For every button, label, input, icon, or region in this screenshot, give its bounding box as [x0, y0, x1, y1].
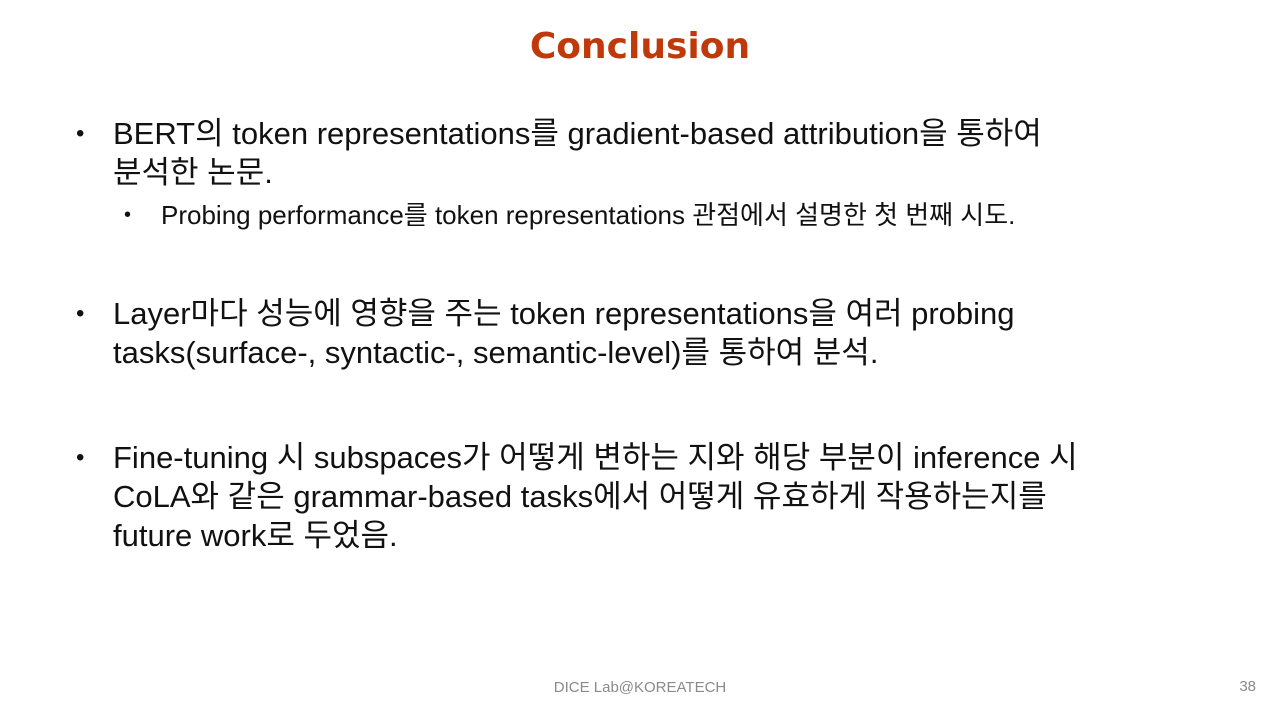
slide-body: • BERT의 token representations를 gradient-… [76, 114, 1256, 555]
bullet-line: Fine-tuning 시 subspaces가 어떻게 변하는 지와 해당 부… [113, 440, 1078, 475]
bullet-item: • Layer마다 성능에 영향을 주는 token representatio… [76, 294, 1256, 372]
sub-bullet-dot-icon: • [124, 204, 132, 226]
sub-bullet-item: • Probing performance를 token representat… [76, 198, 1256, 232]
bullet-dot-icon: • [76, 444, 85, 471]
bullet-item: • Fine-tuning 시 subspaces가 어떻게 변하는 지와 해당… [76, 438, 1256, 555]
slide-footer: DICE Lab@KOREATECH [553, 679, 727, 696]
bullet-line: tasks(surface-, syntactic-, semantic-lev… [113, 335, 879, 370]
bullet-line: 분석한 논문. [113, 155, 273, 190]
bullet-line: future work로 두었음. [113, 518, 398, 553]
page-number: 38 [1239, 678, 1256, 695]
bullet-line: CoLA와 같은 grammar-based tasks에서 어떻게 유효하게 … [113, 479, 1047, 514]
bullet-line: Layer마다 성능에 영향을 주는 token representations… [113, 296, 1015, 331]
bullet-dot-icon: • [76, 120, 85, 147]
slide-title: Conclusion [529, 26, 751, 67]
bullet-item: • BERT의 token representations를 gradient-… [76, 114, 1256, 192]
bullet-dot-icon: • [76, 300, 85, 327]
bullet-line: BERT의 token representations를 gradient-ba… [113, 116, 1042, 151]
sub-bullet-line: Probing performance를 token representatio… [161, 200, 1016, 230]
